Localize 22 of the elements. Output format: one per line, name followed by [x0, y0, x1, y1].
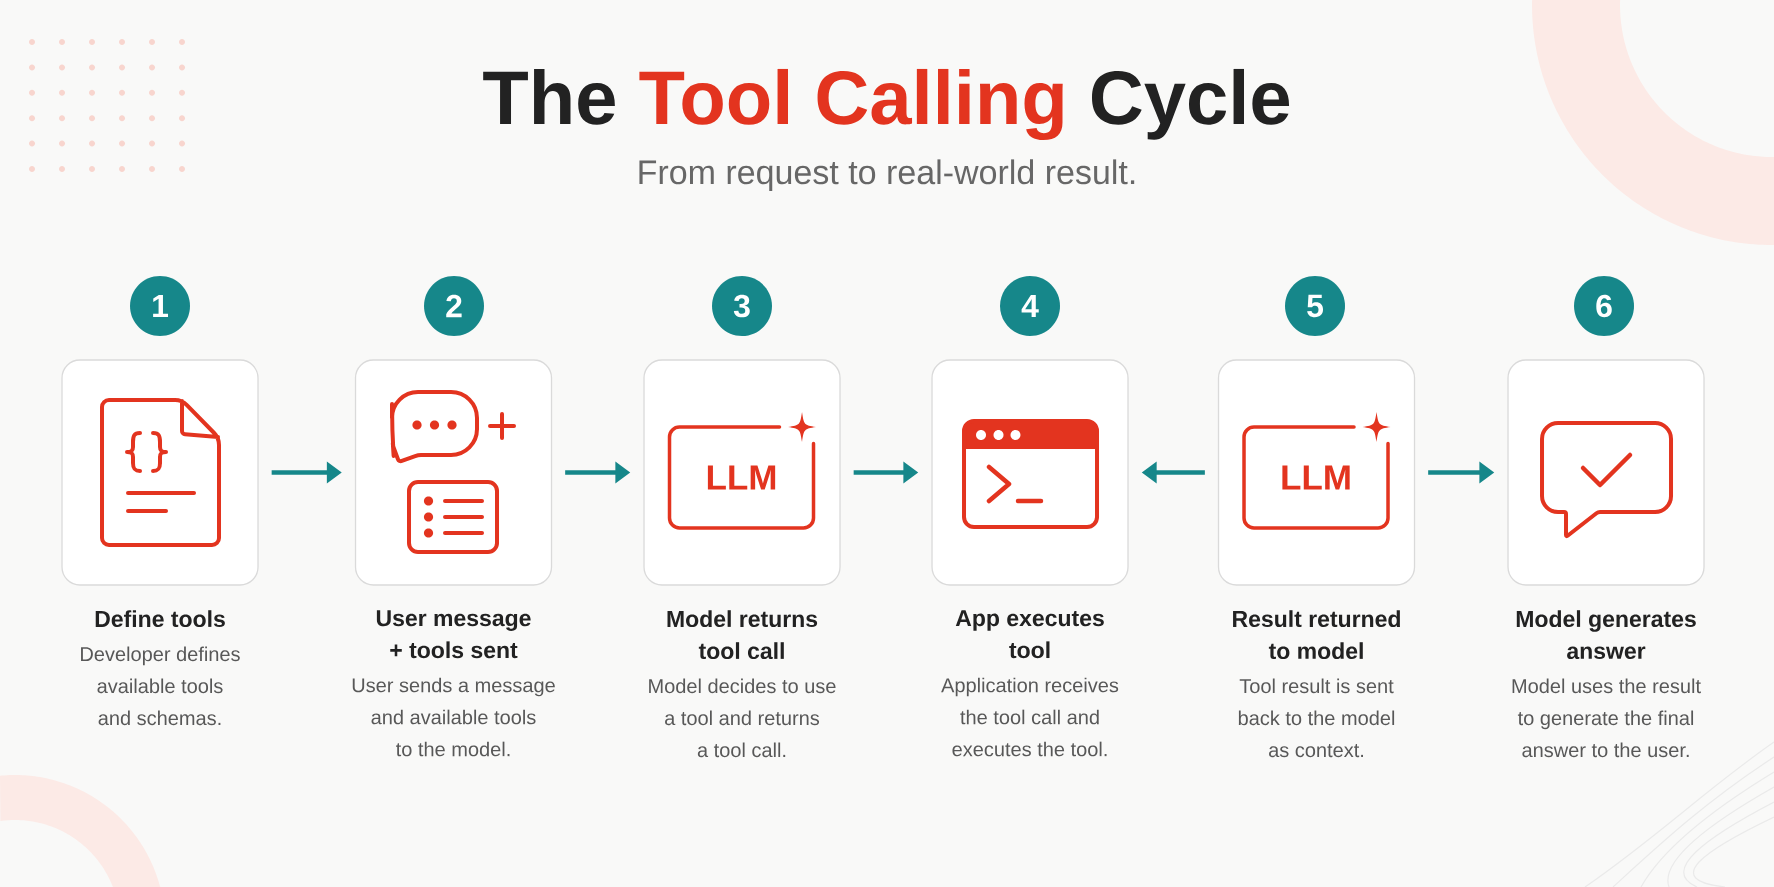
step-title: Result returned to model — [1233, 610, 1400, 660]
number-badge: 5 — [1285, 276, 1345, 336]
number-badge: 4 — [1000, 276, 1060, 336]
number-badge: 3 — [712, 276, 772, 336]
number-badge: 1 — [130, 276, 190, 336]
step-title: Define tools — [95, 610, 225, 628]
number-badge: 2 — [424, 276, 484, 336]
llm-box: LLM — [667, 425, 816, 530]
llm-box: LLM — [1242, 425, 1390, 530]
step-title: App executes tool — [955, 610, 1104, 659]
step-description: Model decides to use a tool and returns a tool call. — [649, 678, 836, 758]
step-description: Developer defines available tools and schemas. — [81, 646, 240, 726]
step-title: Model returns tool call — [667, 610, 818, 660]
step-description: User sends a message and available tools to the model. — [352, 677, 555, 757]
step-description: Tool result is sent back to the model as context. — [1238, 678, 1395, 758]
step-description: Model uses the result to generate the final answer to the user. — [1512, 678, 1701, 758]
step-description: Application receives the tool call and executes the tool. — [941, 677, 1119, 757]
subtitle: From request to real-world result. — [639, 159, 1135, 192]
step-title: User message + tools sent — [376, 610, 531, 659]
step-title: Model generates answer — [1516, 610, 1696, 660]
title: The Tool Calling Cycle — [483, 68, 1290, 141]
number-badge: 6 — [1574, 276, 1634, 336]
